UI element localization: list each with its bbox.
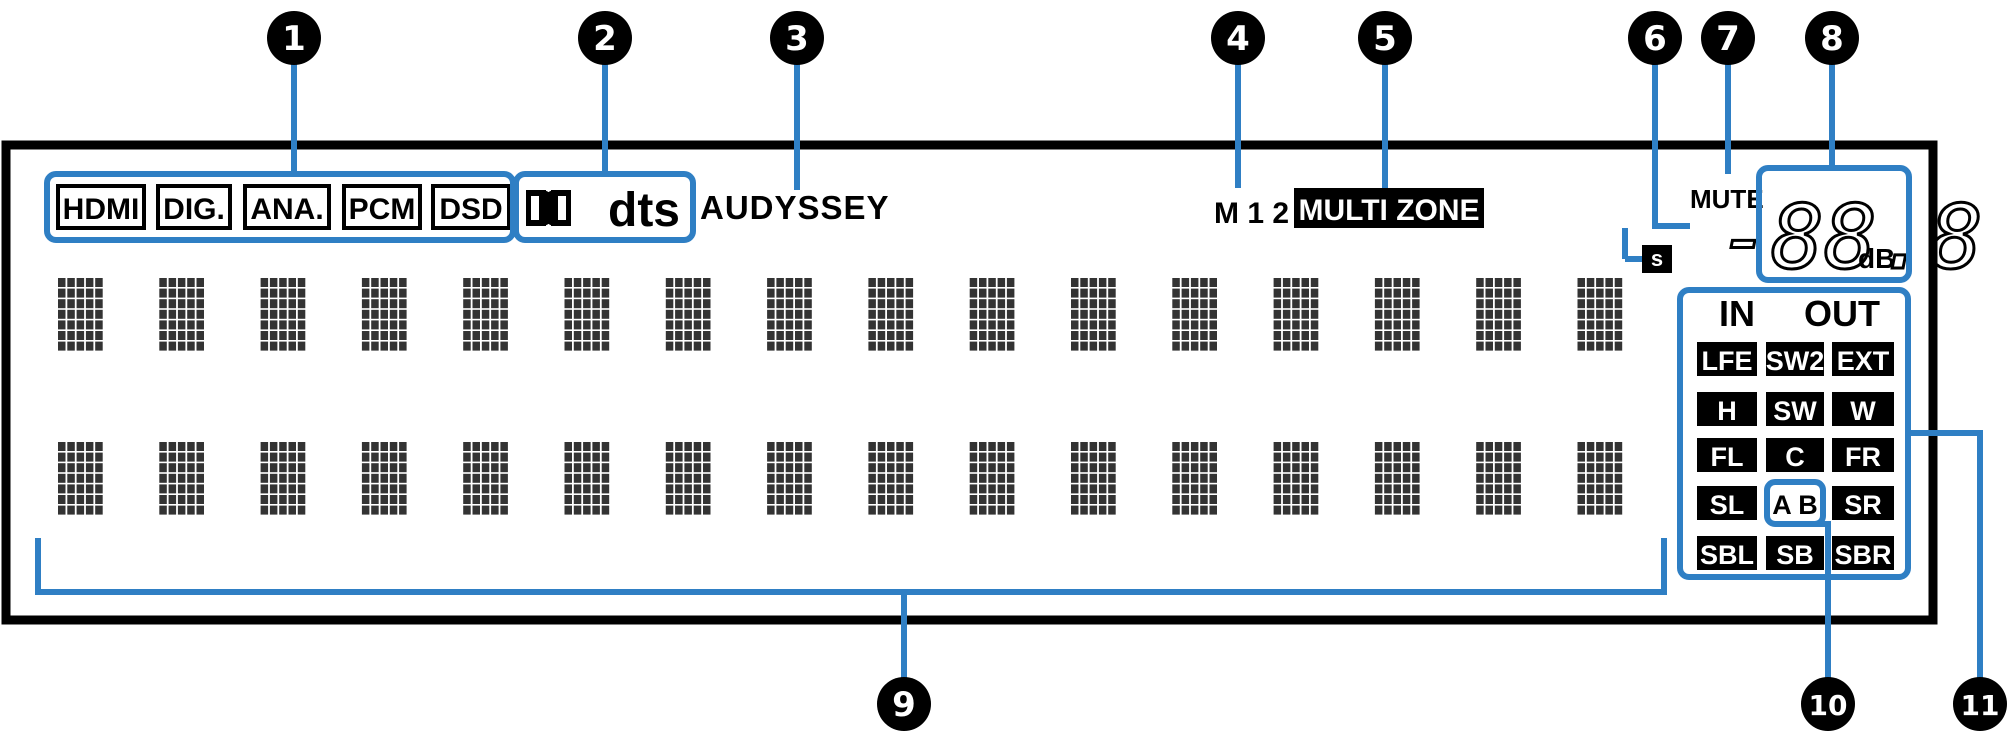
character-cell xyxy=(1172,442,1217,515)
callout-1: 1 xyxy=(282,19,306,59)
character-cell xyxy=(1577,442,1623,515)
ch-sbr: SBR xyxy=(1834,540,1891,570)
input-indicators: HDMI DIG. ANA. PCM DSD xyxy=(56,184,511,230)
character-cell xyxy=(159,442,204,515)
character-cell xyxy=(969,278,1015,351)
callout-10: 10 xyxy=(1809,689,1848,722)
character-cell xyxy=(1071,278,1116,351)
channel-row-1: LFE SW2 EXT xyxy=(1697,342,1894,376)
multizone-indicator: MULTI ZONE xyxy=(1298,194,1479,227)
callout-7: 7 xyxy=(1716,19,1740,59)
ch-sb: SB xyxy=(1776,540,1814,570)
ch-fl: FL xyxy=(1711,442,1744,472)
callout-6: 6 xyxy=(1643,19,1667,59)
dts-logo: dts xyxy=(608,184,680,237)
character-cell xyxy=(767,278,812,351)
character-cell xyxy=(1273,442,1319,515)
dot-matrix-display xyxy=(58,278,1623,515)
channel-row-2: H SW W xyxy=(1697,392,1894,426)
ch-ext: EXT xyxy=(1837,346,1890,376)
callout-3: 3 xyxy=(785,19,809,59)
character-cell xyxy=(564,442,610,515)
channel-row-5: SBL SB SBR xyxy=(1697,536,1894,570)
callout-box-10 xyxy=(1764,479,1826,527)
callout-9: 9 xyxy=(892,685,916,725)
character-cell xyxy=(260,278,306,351)
input-pcm: PCM xyxy=(349,193,416,226)
ch-w: W xyxy=(1850,396,1876,426)
callout-8: 8 xyxy=(1820,19,1844,59)
input-dsd: DSD xyxy=(439,193,502,226)
input-digital: DIG. xyxy=(163,193,225,226)
character-cell xyxy=(1476,442,1521,515)
callout-2: 2 xyxy=(593,19,617,59)
ch-sw2: SW2 xyxy=(1766,346,1825,376)
character-cell xyxy=(1476,278,1521,351)
character-cell xyxy=(1172,278,1217,351)
callout-markers: 1 2 3 4 5 6 7 8 9 10 11 xyxy=(267,11,2007,731)
character-cell xyxy=(361,278,407,351)
callout-4: 4 xyxy=(1226,19,1250,59)
character-cell xyxy=(665,278,711,351)
decoder-indicators: dts xyxy=(526,184,680,237)
audyssey-indicator: AUDYSSEY xyxy=(700,189,890,226)
character-cell xyxy=(1374,278,1420,351)
callout-leader-lines xyxy=(291,62,1983,680)
ch-sw: SW xyxy=(1773,396,1817,426)
ch-fr: FR xyxy=(1845,442,1881,472)
character-cell xyxy=(463,442,508,515)
character-cell xyxy=(361,442,407,515)
character-cell xyxy=(767,442,812,515)
character-cell xyxy=(564,278,610,351)
channel-row-3: FL C FR xyxy=(1697,438,1894,472)
character-cell xyxy=(1273,278,1319,351)
character-cell xyxy=(1374,442,1420,515)
character-cell xyxy=(159,278,204,351)
channel-out-label: OUT xyxy=(1804,293,1880,334)
character-cell xyxy=(1577,278,1623,351)
sleep-indicator-bg xyxy=(1642,245,1672,273)
callout-5: 5 xyxy=(1373,19,1397,59)
character-cell xyxy=(665,442,711,515)
ch-sbl: SBL xyxy=(1700,540,1754,570)
ch-c: C xyxy=(1785,442,1805,472)
mute-indicator: MUTE xyxy=(1690,184,1764,214)
character-cell xyxy=(463,278,508,351)
dolby-logo-icon xyxy=(526,190,571,226)
input-analog: ANA. xyxy=(250,193,323,226)
character-cell xyxy=(58,278,103,351)
character-cell xyxy=(868,442,914,515)
speaker-ab-indicator: A B xyxy=(1772,490,1818,520)
channel-row-4: SL A B SR xyxy=(1697,479,1894,527)
character-cell xyxy=(969,442,1015,515)
callout-11: 11 xyxy=(1961,689,2000,722)
input-hdmi: HDMI xyxy=(63,193,140,226)
character-cell xyxy=(58,442,103,515)
sleep-indicator: s xyxy=(1651,246,1663,271)
ch-lfe: LFE xyxy=(1702,346,1753,376)
volume-unit: dB xyxy=(1858,243,1895,274)
multizone-indicator-bg xyxy=(1294,188,1484,228)
memory-indicator: M 1 2 xyxy=(1214,197,1289,230)
callout-bracket-9 xyxy=(35,538,1667,595)
ch-sr: SR xyxy=(1844,490,1882,520)
ch-h: H xyxy=(1717,396,1737,426)
character-cell xyxy=(868,278,914,351)
character-cell xyxy=(1071,442,1116,515)
character-cell xyxy=(260,442,306,515)
ch-sl: SL xyxy=(1710,490,1745,520)
display-frame xyxy=(1,140,1938,625)
channel-in-label: IN xyxy=(1719,293,1755,334)
